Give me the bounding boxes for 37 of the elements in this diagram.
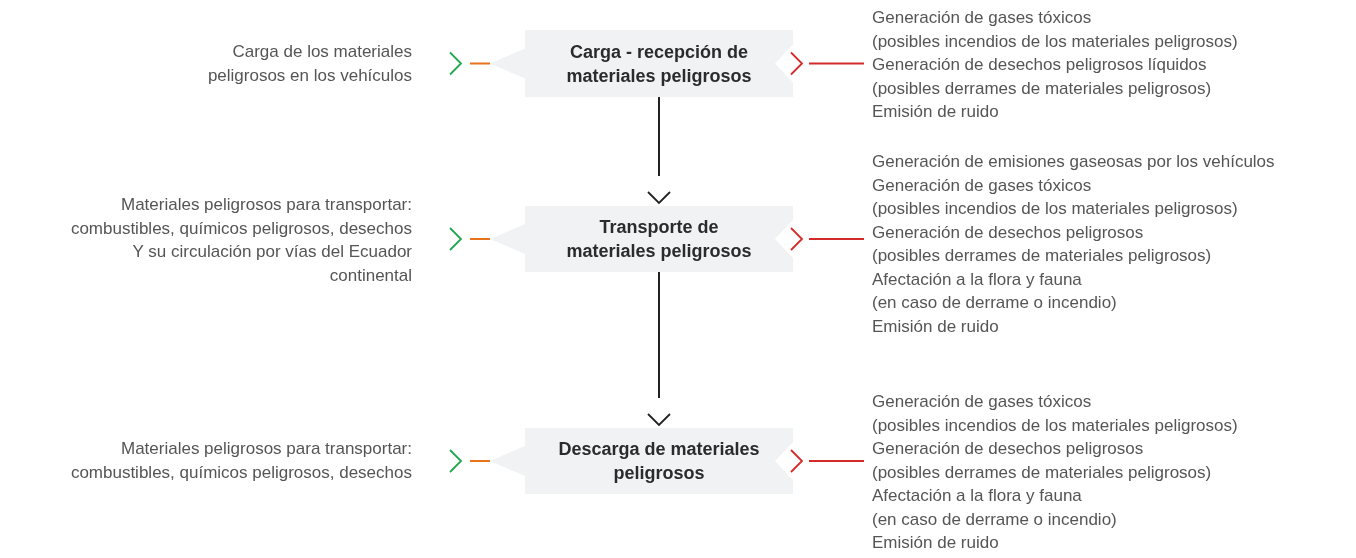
input-description: Materiales peligrosos para transportar: combustibles, químicos peligrosos, desechos	[69, 438, 412, 484]
process-title: Transporte de materiales peligrosos	[565, 216, 753, 263]
impact-item: Afectación a la flora y fauna	[872, 268, 1083, 291]
input-description: Y su circulación por vías del Ecuador continental	[131, 241, 412, 287]
impact-item: Emisión de ruido	[872, 101, 1000, 123]
input-description: Materiales peligrosos para transportar: combustibles, químicos peligrosos, desechos	[69, 194, 412, 240]
impact-item: Generación de emisiones gaseosas por los vehículos	[872, 151, 1276, 173]
impact-item: (posibles incendios de los materiales peligrosos)	[872, 198, 1239, 220]
arrow	[787, 449, 865, 473]
impact-item: (posibles incendios de los materiales peligrosos)	[872, 414, 1239, 437]
impact-item: (posibles derrames de materiales peligrosos)	[872, 461, 1213, 484]
arrow	[787, 227, 865, 251]
process-box	[490, 206, 793, 272]
impact-item: Generación de desechos peligrosos	[872, 438, 1145, 460]
input-description: Carga de los materiales peligrosos en los vehículos	[206, 41, 412, 87]
arrow	[447, 227, 491, 251]
impact-item: (en caso de derrame o incendio)	[872, 292, 1118, 314]
process-title: Carga - recepción de materiales peligrosos	[565, 40, 753, 88]
impact-item: (posibles derrames de materiales peligrosos)	[872, 245, 1213, 267]
impact-item: Emisión de ruido	[872, 532, 1000, 554]
impact-item: (posibles derrames de materiales peligrosos)	[872, 77, 1213, 100]
arrow	[447, 449, 491, 473]
impact-item: Generación de gases tóxicos	[872, 7, 1093, 29]
process-box	[490, 30, 793, 97]
impact-item: (en caso de derrame o incendio)	[872, 508, 1118, 531]
impact-item: Generación de desechos peligrosos	[872, 221, 1145, 244]
impact-item: Generación de desechos peligrosos líquidos	[872, 54, 1208, 76]
impact-item: Generación de gases tóxicos	[872, 391, 1093, 413]
arrow	[647, 271, 671, 427]
impact-item: Generación de gases tóxicos	[872, 174, 1093, 197]
process-title: Descarga de materiales peligrosos	[557, 438, 761, 485]
process-box	[490, 428, 793, 494]
arrow	[447, 51, 491, 76]
impact-item: Emisión de ruido	[872, 315, 1000, 338]
impact-item: Afectación a la flora y fauna	[872, 485, 1083, 507]
arrow	[647, 96, 671, 205]
impact-item: (posibles incendios de los materiales peligrosos)	[872, 30, 1239, 53]
